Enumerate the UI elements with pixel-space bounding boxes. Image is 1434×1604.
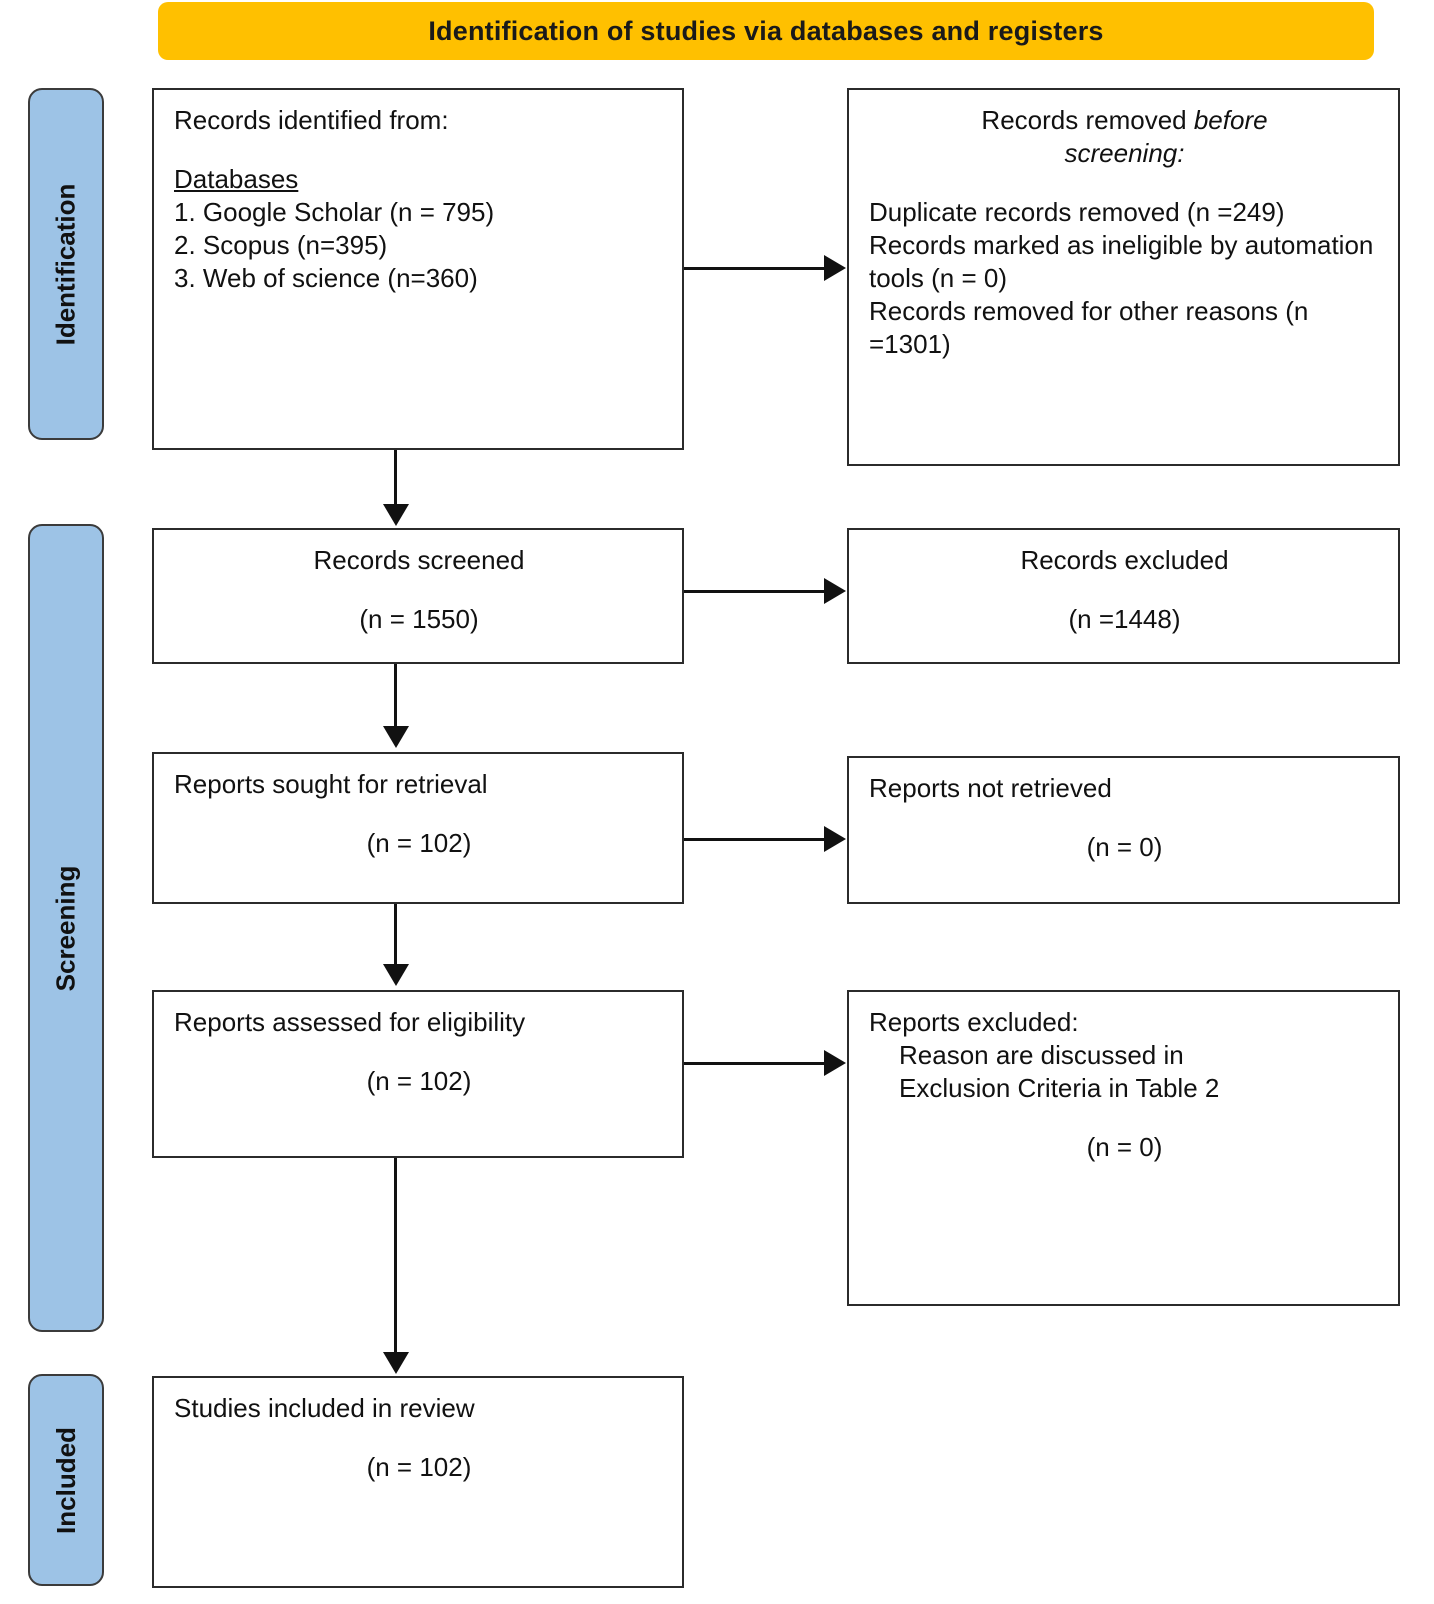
stage-label-identification: Identification (50, 183, 81, 345)
connector-screened-to-excluded (684, 590, 826, 593)
records-removed-reason-3: Records removed for other reasons (n =13… (869, 296, 1309, 360)
connector-sought-to-not-retrieved (684, 838, 826, 841)
box-reports-excluded: Reports excluded: Reason are discussed i… (847, 990, 1400, 1306)
studies-included-label: Studies included in review (174, 1393, 475, 1423)
box-records-identified: Records identified from: Databases 1. Go… (152, 88, 684, 450)
banner-title: Identification of studies via databases … (428, 15, 1104, 46)
records-identified-source-3: 3. Web of science (n=360) (174, 263, 478, 294)
stage-bar-included: Included (28, 1374, 104, 1586)
records-excluded-count: (n =1448) (1068, 604, 1181, 635)
reports-not-retrieved-label: Reports not retrieved (869, 773, 1112, 803)
box-studies-included: Studies included in review (n = 102) (152, 1376, 684, 1588)
studies-included-count: (n = 102) (366, 1452, 472, 1483)
records-removed-heading-italic-1: before (1193, 105, 1268, 135)
connector-identified-to-removed (684, 267, 826, 270)
box-records-excluded: Records excluded (n =1448) (847, 528, 1400, 664)
connector-assessed-to-excluded (684, 1062, 826, 1065)
reports-assessed-count: (n = 102) (366, 1066, 472, 1097)
arrowhead-screened-to-sought (383, 726, 409, 748)
arrowhead-sought-to-not-retrieved (824, 826, 846, 852)
arrowhead-assessed-to-included (383, 1352, 409, 1374)
reports-not-retrieved-count: (n = 0) (1086, 832, 1163, 863)
records-removed-reason-2: Records marked as ineligible by automati… (869, 230, 1374, 294)
records-excluded-label: Records excluded (1020, 545, 1229, 575)
records-removed-heading-prefix: Records removed (981, 105, 1194, 135)
reports-excluded-label: Reports excluded: (869, 1007, 1079, 1037)
reports-excluded-reason-line-2: Exclusion Criteria in Table 2 (899, 1073, 1220, 1104)
box-records-screened: Records screened (n = 1550) (152, 528, 684, 664)
box-reports-sought: Reports sought for retrieval (n = 102) (152, 752, 684, 904)
box-records-removed-before-screening: Records removed before screening: Duplic… (847, 88, 1400, 466)
arrowhead-identified-to-screened (383, 504, 409, 526)
reports-excluded-reason-line-1: Reason are discussed in (899, 1040, 1184, 1071)
stage-label-screening: Screening (50, 865, 81, 991)
records-removed-heading-italic-2: screening (1064, 138, 1178, 169)
records-identified-heading: Records identified from: (174, 105, 449, 135)
records-identified-source-2: 2. Scopus (n=395) (174, 230, 388, 261)
records-identified-source-1: 1. Google Scholar (n = 795) (174, 197, 495, 228)
records-removed-reason-1: Duplicate records removed (n =249) (869, 197, 1285, 228)
arrowhead-identified-to-removed (824, 255, 846, 281)
reports-sought-count: (n = 102) (366, 828, 472, 859)
stage-label-included: Included (50, 1426, 81, 1534)
connector-identified-to-screened (394, 450, 397, 506)
arrowhead-screened-to-excluded (824, 578, 846, 604)
records-screened-label: Records screened (313, 545, 525, 575)
arrowhead-assessed-to-excluded (824, 1050, 846, 1076)
box-reports-not-retrieved: Reports not retrieved (n = 0) (847, 756, 1400, 904)
connector-screened-to-sought (394, 664, 397, 728)
reports-sought-label: Reports sought for retrieval (174, 769, 488, 799)
records-removed-heading-colon: : (1177, 138, 1185, 169)
records-screened-count: (n = 1550) (359, 604, 479, 635)
reports-assessed-label: Reports assessed for eligibility (174, 1007, 526, 1037)
box-reports-assessed: Reports assessed for eligibility (n = 10… (152, 990, 684, 1158)
diagram-header-banner: Identification of studies via databases … (158, 2, 1374, 60)
reports-excluded-count: (n = 0) (1086, 1132, 1163, 1163)
stage-bar-screening: Screening (28, 524, 104, 1332)
stage-bar-identification: Identification (28, 88, 104, 440)
records-identified-subheading: Databases (174, 164, 299, 195)
connector-assessed-to-included (394, 1158, 397, 1354)
connector-sought-to-assessed (394, 904, 397, 966)
arrowhead-sought-to-assessed (383, 964, 409, 986)
